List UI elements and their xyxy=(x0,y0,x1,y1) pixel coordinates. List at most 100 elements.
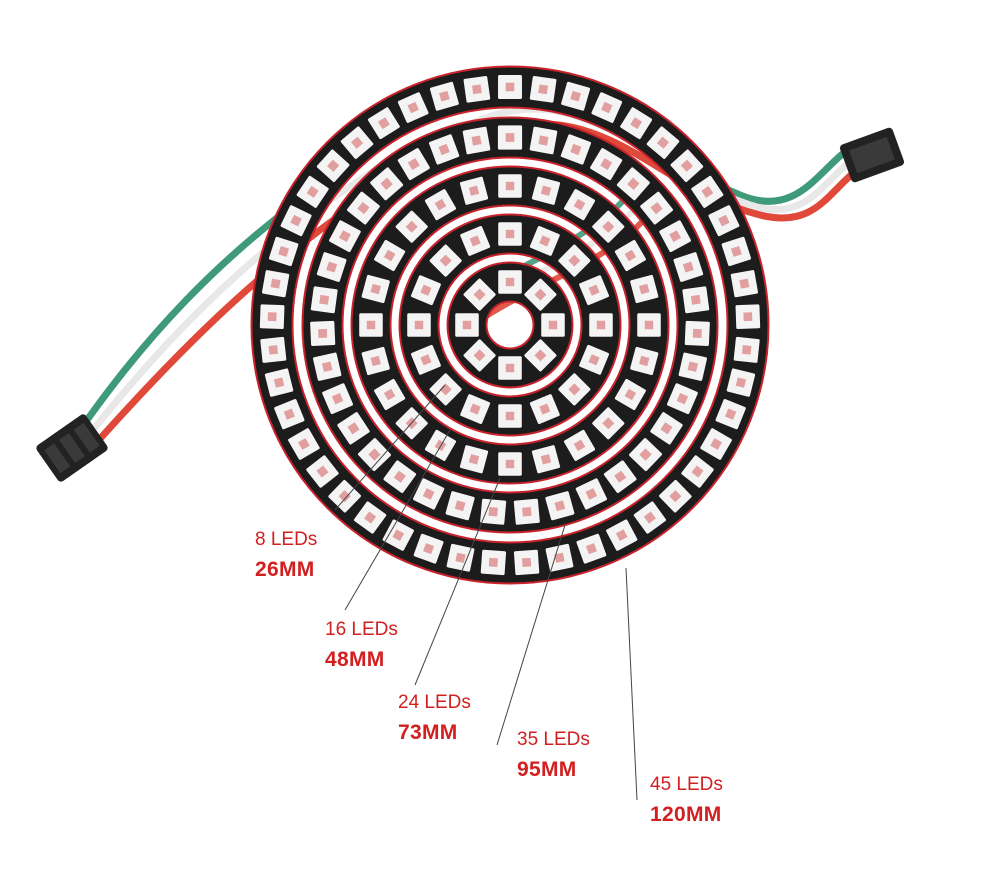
led-chip xyxy=(505,411,515,421)
led-chip xyxy=(407,101,419,114)
led xyxy=(659,479,692,513)
led-chip xyxy=(439,383,452,396)
led-chip xyxy=(273,377,285,388)
led xyxy=(640,191,673,225)
led xyxy=(462,126,491,155)
led xyxy=(463,76,491,103)
led-chip xyxy=(393,470,406,483)
led xyxy=(498,222,522,246)
led xyxy=(259,304,285,330)
diameter-label: 26MM xyxy=(255,558,315,581)
led xyxy=(446,543,475,572)
connectors xyxy=(36,127,905,482)
led-chip xyxy=(660,422,673,435)
led-chip xyxy=(462,320,472,330)
led xyxy=(340,126,374,159)
led-chip xyxy=(505,229,515,239)
led-chip xyxy=(687,361,699,372)
led xyxy=(513,549,540,576)
led-ring-8 xyxy=(446,261,574,389)
led-chip xyxy=(614,470,627,483)
led-chip xyxy=(454,500,466,512)
led xyxy=(659,220,691,252)
led xyxy=(480,498,507,525)
diameter-label: 48MM xyxy=(325,648,385,671)
led xyxy=(673,252,704,282)
led xyxy=(460,394,491,425)
led xyxy=(459,445,489,474)
connector-pin xyxy=(59,433,85,463)
led-chip xyxy=(690,294,701,305)
led xyxy=(328,479,361,513)
led xyxy=(370,167,404,201)
led xyxy=(410,275,441,306)
led-chip xyxy=(554,500,566,512)
led xyxy=(576,533,607,564)
led-count-label: 16 LEDs xyxy=(325,619,398,640)
led xyxy=(337,412,370,445)
led-chip xyxy=(585,488,598,500)
led xyxy=(545,491,575,521)
led-rings xyxy=(250,65,770,585)
led-chip xyxy=(350,136,364,149)
led-chip xyxy=(471,135,482,146)
diameter-label: 120MM xyxy=(650,803,722,826)
led xyxy=(397,148,430,181)
led xyxy=(682,286,710,314)
led xyxy=(358,438,391,472)
callout-ring-8: 8 LEDs 26MM xyxy=(255,530,317,580)
led-chip xyxy=(319,294,330,305)
led xyxy=(575,478,607,510)
led xyxy=(681,455,714,488)
led-chip xyxy=(488,557,498,568)
led-chip xyxy=(741,345,752,355)
led xyxy=(264,368,294,397)
led-chip xyxy=(540,185,552,196)
diameter-label: 73MM xyxy=(398,721,458,744)
led-chip xyxy=(318,328,328,338)
led-chip xyxy=(383,388,396,401)
led xyxy=(579,344,610,375)
led xyxy=(497,125,523,150)
led-chip xyxy=(554,552,565,563)
led-chip xyxy=(691,465,704,478)
led-chip xyxy=(548,320,558,330)
diameter-label: 95MM xyxy=(517,758,577,781)
led-chip xyxy=(639,283,650,295)
led xyxy=(529,394,560,425)
led xyxy=(629,438,662,472)
led xyxy=(413,478,445,510)
led-chip xyxy=(692,328,702,338)
led-chip xyxy=(505,133,515,142)
led xyxy=(268,236,299,267)
led-chip xyxy=(473,349,486,362)
led xyxy=(359,313,383,337)
leader-line xyxy=(334,384,446,511)
led xyxy=(498,270,522,294)
led xyxy=(531,176,561,205)
connector-pin xyxy=(73,422,100,453)
led-chip xyxy=(268,345,279,355)
led-chip xyxy=(488,507,498,517)
led-count-label: 8 LEDs xyxy=(255,529,318,550)
led-count-label: 24 LEDs xyxy=(398,692,471,713)
led xyxy=(428,134,460,165)
led xyxy=(413,533,444,564)
led-chip xyxy=(377,117,390,130)
led xyxy=(603,460,637,493)
led xyxy=(367,107,400,140)
led xyxy=(313,352,342,381)
led-chip xyxy=(370,283,381,295)
led-chip xyxy=(680,159,693,172)
led xyxy=(592,407,625,440)
led-chip xyxy=(522,507,532,517)
led xyxy=(590,148,623,181)
led-chip xyxy=(267,312,277,322)
led-chip xyxy=(735,377,747,388)
led xyxy=(715,399,746,430)
led xyxy=(700,428,732,460)
led-chip xyxy=(380,177,393,190)
led xyxy=(374,378,406,411)
led xyxy=(455,313,479,337)
